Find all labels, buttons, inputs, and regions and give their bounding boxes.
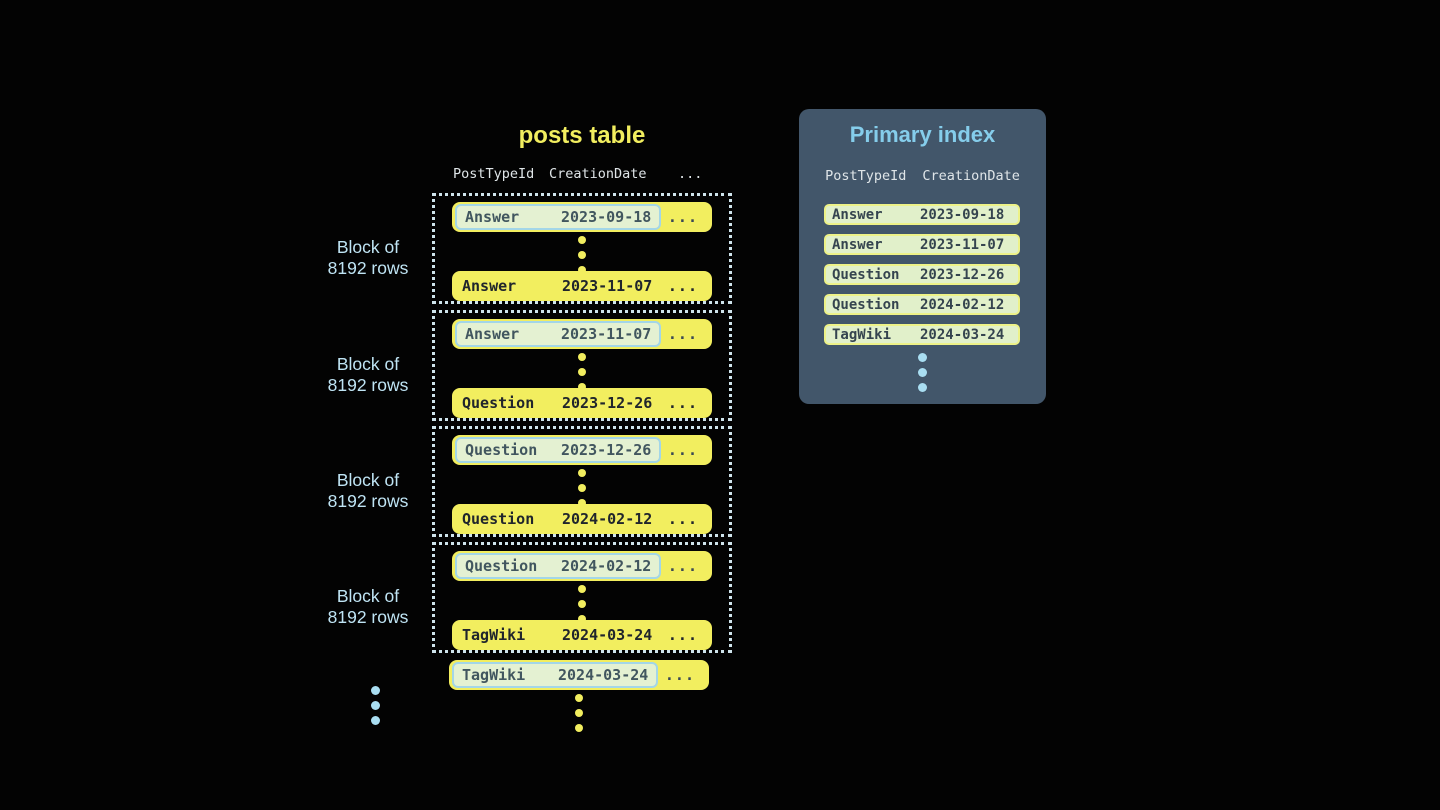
block-label: Block of 8192 rows [327, 353, 409, 395]
column-header-creationdate: CreationDate [549, 166, 647, 182]
overflow-row-wrap: TagWiki 2024-03-24 ... [449, 660, 709, 690]
row-ellipsis: ... [667, 626, 698, 644]
index-entry: Answer 2023-09-18 [824, 204, 1020, 225]
table-row: Question 2023-12-26 ... [452, 435, 712, 465]
row-block: Question 2023-12-26 ... Question 2024-02… [432, 426, 732, 537]
ellipsis-dots [452, 585, 712, 623]
indexed-row-highlight: Answer 2023-09-18 [455, 204, 662, 230]
ellipsis-dots [452, 469, 712, 507]
table-row: Question 2023-12-26 ... [452, 388, 712, 418]
table-row: TagWiki 2024-03-24 ... [449, 660, 709, 690]
posts-table-title: posts table [518, 122, 646, 149]
ellipsis-dots [799, 353, 1046, 392]
row-ellipsis: ... [667, 277, 698, 295]
row-ellipsis: ... [667, 325, 698, 343]
primary-index-column-headers: PostTypeId CreationDate [799, 168, 1046, 184]
row-ellipsis: ... [667, 441, 698, 459]
table-row: Answer 2023-11-07 ... [452, 319, 712, 349]
index-entry: TagWiki 2024-03-24 [824, 324, 1020, 345]
posts-table-column-headers: PostTypeId CreationDate ... [432, 166, 732, 186]
table-row: Question 2024-02-12 ... [452, 504, 712, 534]
ellipsis-dots [449, 694, 709, 732]
more-blocks-dots [345, 686, 405, 725]
row-block: Question 2024-02-12 ... TagWiki 2024-03-… [432, 542, 732, 653]
row-ellipsis: ... [667, 510, 698, 528]
table-row: Question 2024-02-12 ... [452, 551, 712, 581]
table-row: TagWiki 2024-03-24 ... [452, 620, 712, 650]
table-row: Answer 2023-11-07 ... [452, 271, 712, 301]
row-ellipsis: ... [667, 557, 698, 575]
indexed-row-highlight: Answer 2023-11-07 [455, 321, 662, 347]
index-entry: Answer 2023-11-07 [824, 234, 1020, 255]
ellipsis-dots [452, 236, 712, 274]
block-label: Block of 8192 rows [327, 585, 409, 627]
column-header-creationdate: CreationDate [922, 168, 1020, 184]
indexed-row-highlight: Question 2024-02-12 [455, 553, 662, 579]
column-header-posttypeid: PostTypeId [453, 166, 535, 182]
row-ellipsis: ... [667, 208, 698, 226]
index-entry: Question 2023-12-26 [824, 264, 1020, 285]
row-block: Answer 2023-11-07 ... Question 2023-12-2… [432, 310, 732, 421]
table-row: Answer 2023-09-18 ... [452, 202, 712, 232]
row-ellipsis: ... [664, 666, 695, 684]
block-label: Block of 8192 rows [327, 469, 409, 511]
primary-index-title: Primary index [849, 122, 996, 147]
block-label: Block of 8192 rows [327, 236, 409, 278]
index-entry: Question 2024-02-12 [824, 294, 1020, 315]
row-ellipsis: ... [667, 394, 698, 412]
row-block: Answer 2023-09-18 ... Answer 2023-11-07 … [432, 193, 732, 304]
primary-index-panel: Primary index PostTypeId CreationDate An… [799, 109, 1046, 404]
ellipsis-dots [452, 353, 712, 391]
indexed-row-highlight: TagWiki 2024-03-24 [452, 662, 659, 688]
column-header-more: ... [678, 166, 703, 182]
indexed-row-highlight: Question 2023-12-26 [455, 437, 662, 463]
column-header-posttypeid: PostTypeId [825, 168, 907, 184]
